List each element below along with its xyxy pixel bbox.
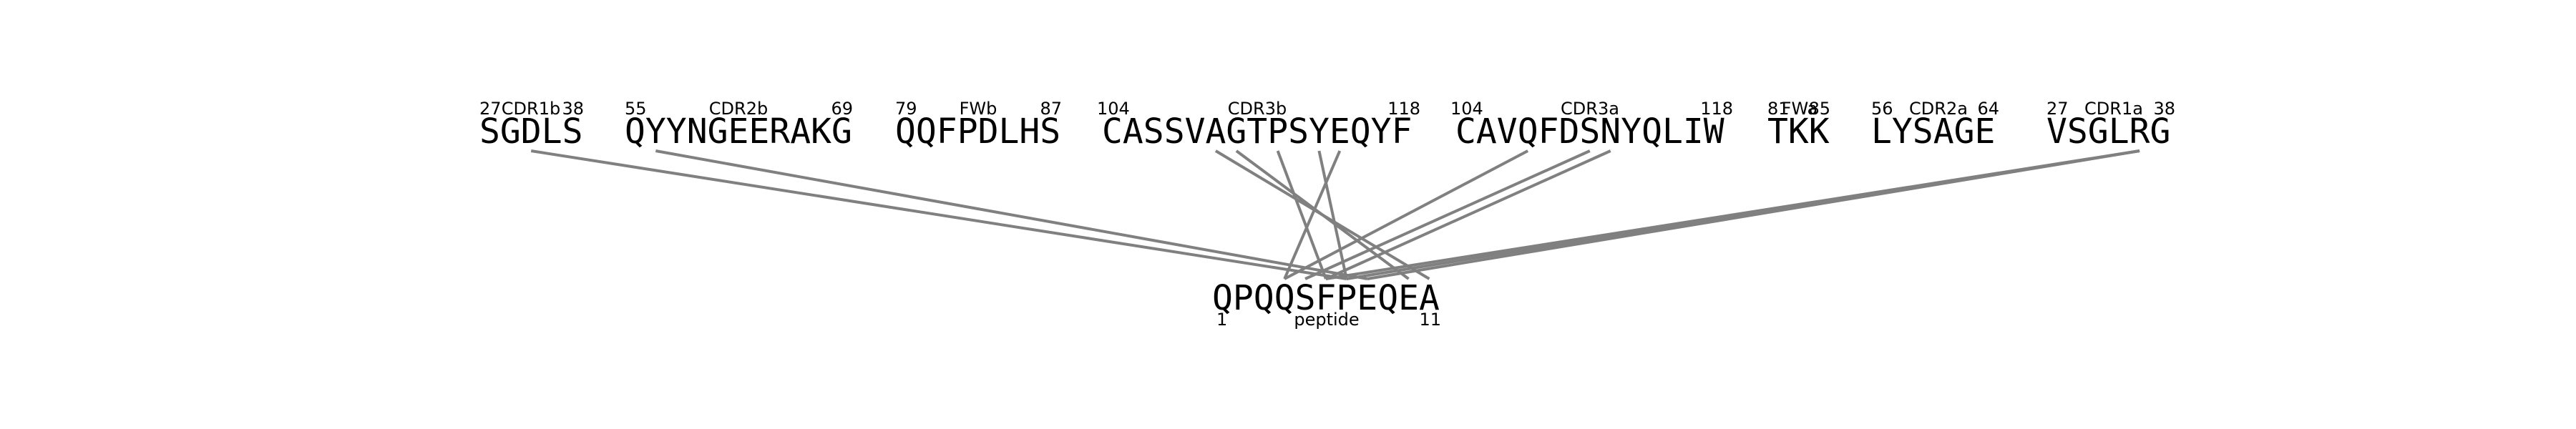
contact-link-cdr3b-6 <box>1283 150 1342 280</box>
segment-cdr1b-end: 38 <box>562 99 584 119</box>
peptide: QPQQSFPEQEA 1 peptide 11 <box>1212 278 1441 330</box>
peptide-start: 1 <box>1216 310 1227 330</box>
segment-fwb-name: FWb <box>960 99 997 119</box>
contact-link-cdr3b-3 <box>1235 149 1410 280</box>
contact-link-cdr1a-12 <box>1367 149 2140 280</box>
segment-cdr3a-start: 104 <box>1450 99 1483 119</box>
segment-fwb: QQFPDLHS 79 FWb 87 <box>895 99 1062 152</box>
contact-links <box>530 149 2140 280</box>
contact-link-cdr3a-9 <box>1325 149 1611 280</box>
segment-cdr1a: VSGLRG 27 CDR1a 38 <box>2046 99 2175 152</box>
peptide-name: peptide <box>1294 310 1359 330</box>
contact-link-cdr3a-7 <box>1284 149 1529 280</box>
segment-fwb-start: 79 <box>895 99 917 119</box>
segment-cdr2b: QYYNGEERAKG 55 CDR2b 69 <box>625 99 853 152</box>
segment-cdr2a: LYSAGE 56 CDR2a 64 <box>1871 99 1999 152</box>
segment-fwa: TKK 81 FWa 85 <box>1767 99 1830 152</box>
segment-fwa-sequence: TKK <box>1767 112 1830 152</box>
segment-cdr3b-end: 118 <box>1387 99 1420 119</box>
segment-cdr3b-start: 104 <box>1097 99 1130 119</box>
contact-link-cdr1b-0 <box>530 149 1347 280</box>
contact-link-cdr3b-5 <box>1317 150 1348 280</box>
segment-cdr1b-sequence: SGDLS <box>479 112 583 152</box>
peptide-sequence: QPQQSFPEQEA <box>1212 278 1440 318</box>
segment-cdr1a-end: 38 <box>2153 99 2175 119</box>
segment-cdr3a: CAVQFDSNYQLIW 104 CDR3a 118 <box>1450 99 1733 152</box>
segment-cdr3a-name: CDR3a <box>1561 99 1619 119</box>
segment-cdr1a-sequence: VSGLRG <box>2046 112 2170 152</box>
contact-link-cdr3b-4 <box>1276 150 1327 280</box>
segment-cdr1a-name: CDR1a <box>2084 99 2143 119</box>
segment-fwa-start: 81 <box>1767 99 1790 119</box>
segment-cdr2a-start: 56 <box>1871 99 1893 119</box>
segment-cdr2a-sequence: LYSAGE <box>1871 112 1995 152</box>
segment-fwb-sequence: QQFPDLHS <box>895 112 1060 152</box>
segment-cdr2b-start: 55 <box>625 99 647 119</box>
segment-fwa-end: 85 <box>1808 99 1830 119</box>
segment-cdr2b-end: 69 <box>831 99 853 119</box>
segment-fwa-name: FWa <box>1782 99 1818 119</box>
segment-cdr3b: CASSVAGTPSYEQYF 104 CDR3b 118 <box>1097 99 1420 152</box>
peptide-end: 11 <box>1419 310 1441 330</box>
segment-cdr1b-start: 27 <box>479 99 502 119</box>
contact-link-cdr3a-8 <box>1304 149 1591 280</box>
segment-cdr3a-sequence: CAVQFDSNYQLIW <box>1455 112 1724 152</box>
segment-cdr2a-end: 64 <box>1977 99 1999 119</box>
segment-cdr2b-name: CDR2b <box>709 99 768 119</box>
segment-cdr2a-name: CDR2a <box>1909 99 1968 119</box>
segment-cdr3b-sequence: CASSVAGTPSYEQYF <box>1102 112 1412 152</box>
contact-link-cdr2b-1 <box>655 149 1368 280</box>
segment-cdr3a-end: 118 <box>1700 99 1733 119</box>
segment-cdr2b-sequence: QYYNGEERAKG <box>625 112 852 152</box>
segment-cdr1a-start: 27 <box>2046 99 2069 119</box>
segment-fwb-end: 87 <box>1040 99 1062 119</box>
segment-cdr1b: SGDLS 27 CDR1b 38 <box>479 99 584 152</box>
segment-cdr1b-name: CDR1b <box>502 99 560 119</box>
segment-cdr3b-name: CDR3b <box>1228 99 1287 119</box>
